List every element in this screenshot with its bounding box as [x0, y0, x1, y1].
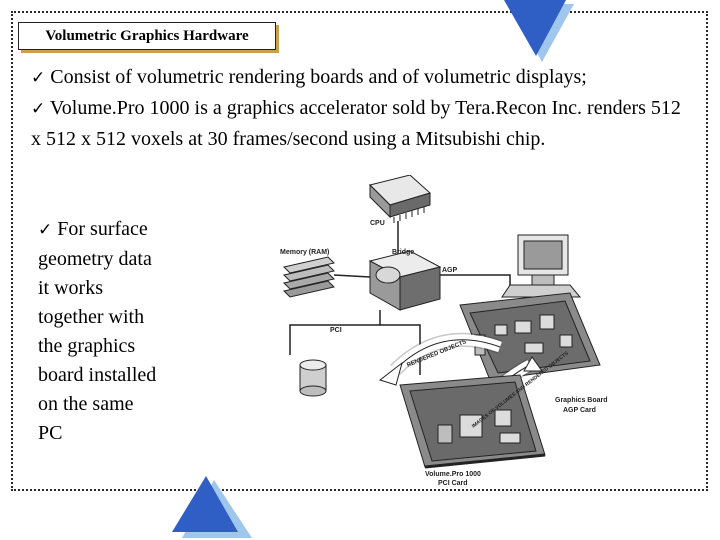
- bottom-triangle-icon: [172, 476, 252, 538]
- slide-frame: [11, 11, 708, 491]
- hardware-diagram: CPU Memory (RAM) Bridge AGP PCI RENDERED…: [270, 175, 620, 490]
- checkmark-icon: ✓: [38, 220, 53, 240]
- side-line-8: PC: [38, 422, 63, 444]
- slide-title: Volumetric Graphics Hardware: [18, 22, 276, 50]
- bullet-text-1: Consist of volumetric rendering boards a…: [50, 66, 587, 88]
- label-memory: Memory (RAM): [280, 249, 330, 256]
- label-volumepro: Volume.Pro 1000: [425, 471, 481, 478]
- label-pci: PCI: [330, 327, 342, 334]
- checkmark-icon: ✓: [31, 68, 46, 88]
- bullet-item-1: ✓ Consist of volumetric rendering boards…: [31, 62, 703, 93]
- volumepro-card-icon: [399, 374, 546, 469]
- side-bullet: ✓ For surface geometry data it works tog…: [38, 215, 198, 448]
- label-graphics-board: Graphics Board: [555, 397, 608, 404]
- bridge-icon: [368, 250, 442, 311]
- bullet-list: ✓ Consist of volumetric rendering boards…: [31, 62, 703, 154]
- monitor-icon: [501, 234, 582, 298]
- label-bridge: Bridge: [392, 249, 415, 256]
- disk-icon: [299, 359, 327, 397]
- top-triangle-icon: [504, 0, 574, 62]
- side-text-1: For surface: [57, 218, 148, 240]
- graphics-board-icon: [459, 292, 601, 381]
- checkmark-icon: ✓: [31, 99, 46, 119]
- side-line-4: together with: [38, 306, 145, 328]
- side-line-6: board installed: [38, 364, 157, 386]
- label-cpu: CPU: [370, 220, 385, 227]
- side-line-7: on the same: [38, 393, 134, 415]
- side-line-1: ✓ For surface: [38, 215, 198, 245]
- side-line-5: the graphics: [38, 335, 136, 357]
- cpu-chip-icon: [369, 175, 431, 223]
- bullet-item-2: ✓ Volume.Pro 1000 is a graphics accelera…: [31, 93, 691, 154]
- side-line-3: it works: [38, 277, 103, 299]
- bullet-text-2: Volume.Pro 1000 is a graphics accelerato…: [31, 97, 681, 150]
- diagram-artwork: [283, 175, 601, 469]
- label-pci-card: PCI Card: [438, 480, 468, 487]
- label-agp: AGP: [442, 267, 458, 274]
- memory-ram-icon: [283, 256, 335, 298]
- side-line-2: geometry data: [38, 248, 152, 270]
- label-agp-card: AGP Card: [563, 407, 596, 414]
